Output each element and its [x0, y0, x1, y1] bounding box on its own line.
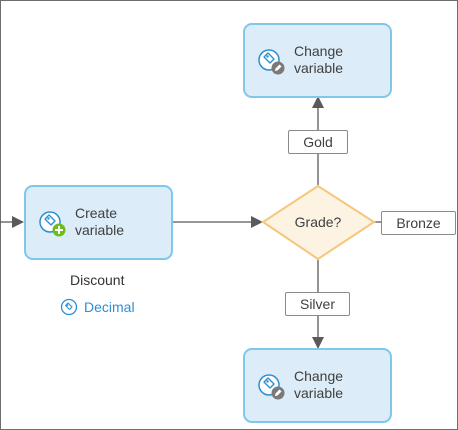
arrowhead-to-bottom — [312, 337, 324, 349]
change-variable-bottom-label: Change variable — [294, 368, 344, 401]
edge-label-gold[interactable]: Gold — [288, 130, 348, 154]
arrowhead-to-top — [312, 96, 324, 108]
variable-type-label[interactable]: Decimal — [84, 299, 135, 315]
change-variable-icon — [258, 374, 285, 400]
decimal-type-icon — [60, 298, 78, 316]
arrowhead-incoming — [12, 216, 24, 228]
change-variable-bottom-node[interactable]: Change variable — [243, 348, 392, 423]
change-variable-top-node[interactable]: Change variable — [243, 23, 392, 98]
create-variable-icon — [39, 211, 66, 237]
variable-type[interactable]: Decimal — [60, 298, 135, 316]
decision-diamond[interactable] — [261, 184, 376, 261]
change-variable-icon — [258, 49, 285, 75]
arrowhead-to-decision — [251, 216, 263, 228]
decision-label: Grade? — [295, 214, 342, 230]
edge-label-bronze[interactable]: Bronze — [381, 211, 456, 235]
variable-name: Discount — [70, 272, 125, 288]
edge-label-silver[interactable]: Silver — [285, 292, 350, 316]
create-variable-label: Create variable — [75, 205, 125, 238]
change-variable-top-label: Change variable — [294, 43, 344, 76]
create-variable-node[interactable]: Create variable — [24, 185, 173, 260]
